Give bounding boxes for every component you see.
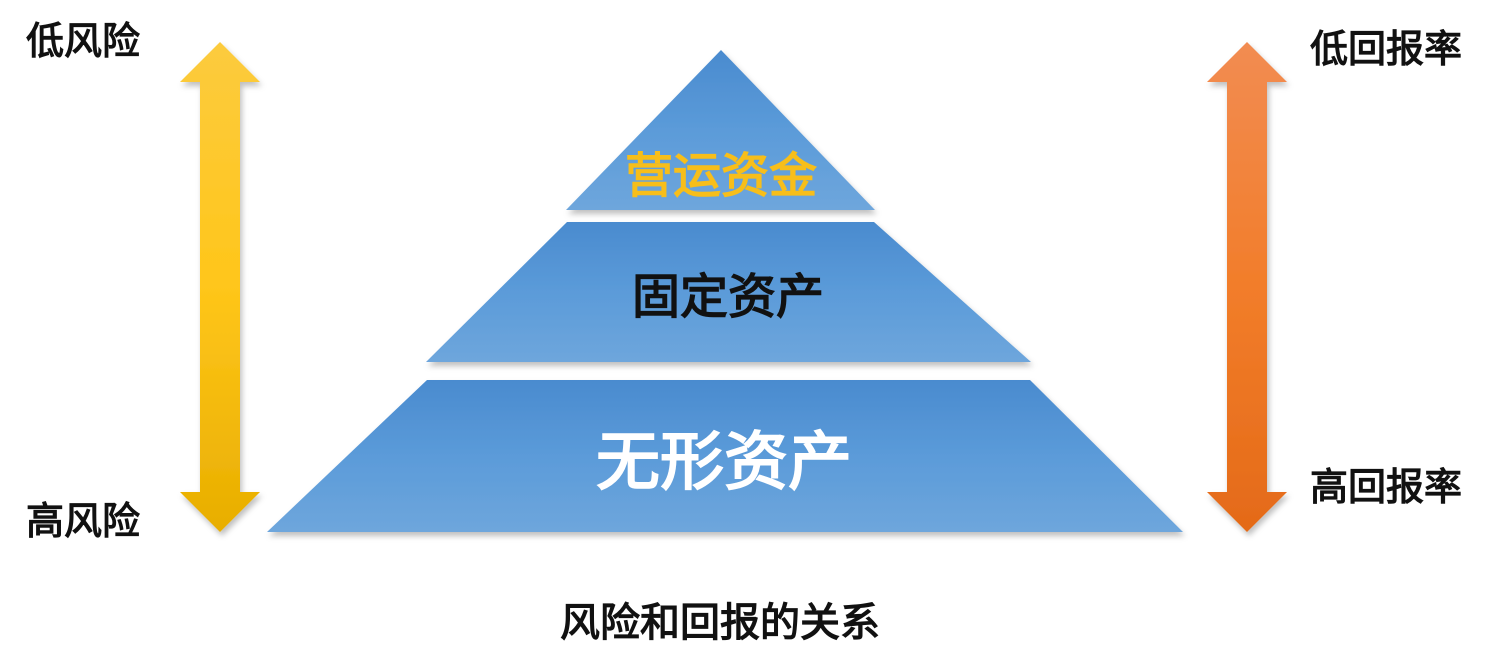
- pyramid-tier-middle: [426, 222, 1031, 362]
- low-return-label: 低回报率: [1310, 27, 1463, 71]
- diagram-caption: 风险和回报的关系: [560, 600, 880, 646]
- pyramid-tier-top: [566, 50, 875, 210]
- pyramid: 营运资金 固定资产 无形资产: [267, 50, 1183, 532]
- left-double-arrow: [180, 42, 260, 532]
- pyramid-tier-bottom: [267, 380, 1183, 532]
- tier-label-working-capital: 营运资金: [625, 148, 818, 204]
- high-return-label: 高回报率: [1310, 465, 1463, 509]
- low-risk-label: 低风险: [26, 19, 141, 63]
- high-risk-label: 高风险: [26, 499, 141, 543]
- right-double-arrow: [1207, 42, 1287, 532]
- tier-label-intangible-assets: 无形资产: [596, 426, 852, 500]
- tier-label-fixed-assets: 固定资产: [632, 269, 824, 325]
